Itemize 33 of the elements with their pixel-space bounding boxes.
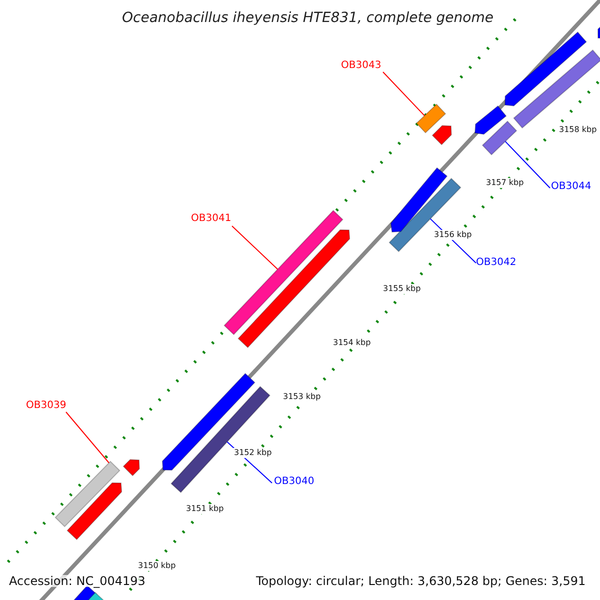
gene-label: OB3042 xyxy=(476,258,516,268)
leader-line xyxy=(66,412,110,464)
gene-bar xyxy=(482,120,518,156)
leader-line xyxy=(232,226,278,270)
tick-label: 3151 kbp xyxy=(185,504,225,514)
tick-label: 3152 kbp xyxy=(233,448,273,458)
gene-bar xyxy=(504,31,588,106)
gene-label: OB3040 xyxy=(274,477,314,487)
gene-bar xyxy=(474,105,507,135)
genome-stats-text: Topology: circular; Length: 3,630,528 bp; Genes: 3,591 xyxy=(256,575,586,587)
tick-label: 3155 kbp xyxy=(382,284,422,294)
tick-label: 3154 kbp xyxy=(332,338,372,348)
gene-bar xyxy=(54,460,120,528)
tick-label: 3157 kbp xyxy=(485,178,525,188)
tick-label: 3158 kbp xyxy=(558,125,598,135)
leader-line xyxy=(382,72,426,116)
gene-bar xyxy=(432,125,452,146)
genome-title: Oceanobacillus iheyensis HTE831, complete genome xyxy=(122,11,494,25)
tick-label: 3150 kbp xyxy=(137,561,177,571)
tick-label: 3156 kbp xyxy=(433,230,473,240)
gene-bar xyxy=(170,386,270,494)
gene-label: OB3043 xyxy=(341,61,382,71)
gene-bar xyxy=(66,482,122,540)
gene-bar xyxy=(390,167,448,233)
gene-bar xyxy=(416,104,446,134)
gene-bar xyxy=(162,372,256,471)
gene-label: OB3041 xyxy=(191,214,232,224)
gene-bar xyxy=(122,459,140,476)
leader-line xyxy=(504,140,550,188)
gene-label: OB3044 xyxy=(551,182,592,192)
gene-label: OB3039 xyxy=(26,401,66,411)
tick-label: 3153 kbp xyxy=(282,392,322,402)
accession-text: Accession: NC_004193 xyxy=(9,575,146,587)
